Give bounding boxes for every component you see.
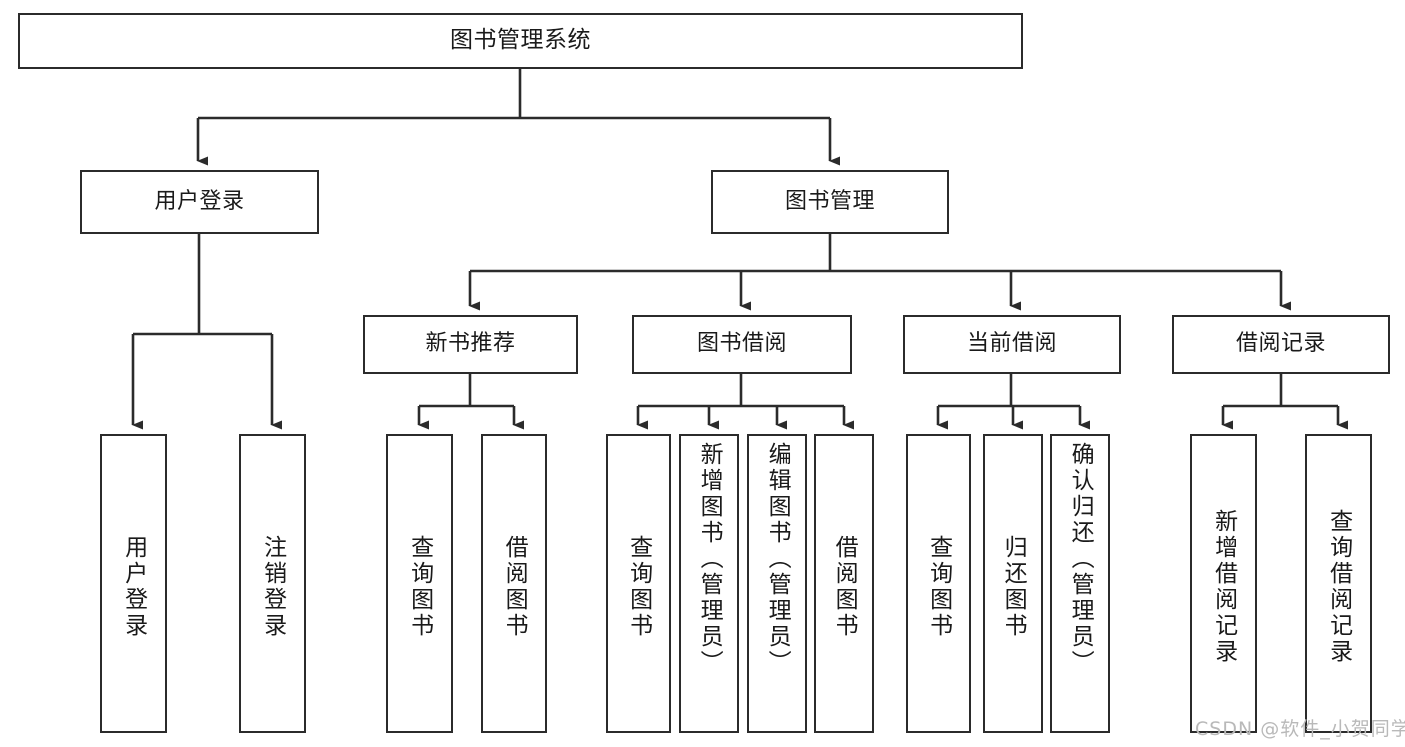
node-leaf-query-book-3-label: 查询图书 [925, 534, 952, 639]
node-leaf-borrow-book-1-label: 借阅图书 [501, 534, 528, 639]
node-book-manage-label: 图书管理 [784, 188, 875, 214]
node-leaf-add-book-label: 新增图书（管理员） [696, 442, 723, 676]
node-leaf-edit-book-label: 编辑图书（管理员） [764, 442, 791, 676]
node-new-book-recommend-label: 新书推荐 [425, 331, 516, 357]
node-leaf-add-borrow-record[interactable]: 新增借阅记录 [1190, 434, 1257, 733]
node-root[interactable]: 图书管理系统 [18, 13, 1023, 69]
node-leaf-query-book-2-label: 查询图书 [625, 534, 652, 639]
node-borrow-record-label: 借阅记录 [1235, 331, 1326, 357]
node-leaf-add-book[interactable]: 新增图书（管理员） [679, 434, 739, 733]
node-leaf-borrow-book-2-label: 借阅图书 [831, 534, 858, 639]
node-leaf-borrow-book-2[interactable]: 借阅图书 [814, 434, 874, 733]
node-current-borrow[interactable]: 当前借阅 [903, 315, 1121, 374]
node-leaf-query-book-3[interactable]: 查询图书 [906, 434, 971, 733]
node-leaf-return-book[interactable]: 归还图书 [983, 434, 1043, 733]
node-leaf-confirm-return-label: 确认归还（管理员） [1067, 442, 1094, 676]
node-leaf-query-borrow-record[interactable]: 查询借阅记录 [1305, 434, 1372, 733]
node-leaf-query-book-1[interactable]: 查询图书 [386, 434, 453, 733]
node-user-login-label: 用户登录 [154, 188, 245, 214]
node-leaf-user-logout-label: 注销登录 [259, 534, 286, 639]
node-leaf-query-borrow-record-label: 查询借阅记录 [1325, 508, 1352, 665]
node-book-borrow[interactable]: 图书借阅 [632, 315, 852, 374]
node-root-label: 图书管理系统 [450, 27, 591, 54]
node-leaf-return-book-label: 归还图书 [1000, 534, 1027, 639]
node-leaf-user-logout[interactable]: 注销登录 [239, 434, 306, 733]
node-leaf-add-borrow-record-label: 新增借阅记录 [1210, 508, 1237, 665]
node-leaf-user-login[interactable]: 用户登录 [100, 434, 167, 733]
node-leaf-edit-book[interactable]: 编辑图书（管理员） [747, 434, 807, 733]
node-borrow-record[interactable]: 借阅记录 [1172, 315, 1390, 374]
node-book-manage[interactable]: 图书管理 [711, 170, 949, 234]
node-leaf-user-login-label: 用户登录 [120, 534, 147, 639]
node-book-borrow-label: 图书借阅 [696, 331, 787, 357]
node-leaf-query-book-2[interactable]: 查询图书 [606, 434, 671, 733]
node-leaf-confirm-return[interactable]: 确认归还（管理员） [1050, 434, 1110, 733]
node-leaf-borrow-book-1[interactable]: 借阅图书 [481, 434, 547, 733]
node-leaf-query-book-1-label: 查询图书 [406, 534, 433, 639]
node-current-borrow-label: 当前借阅 [966, 331, 1057, 357]
node-new-book-recommend[interactable]: 新书推荐 [363, 315, 578, 374]
csdn-watermark: CSDN @软件_小贺同学 [1195, 718, 1405, 740]
node-user-login[interactable]: 用户登录 [80, 170, 319, 234]
